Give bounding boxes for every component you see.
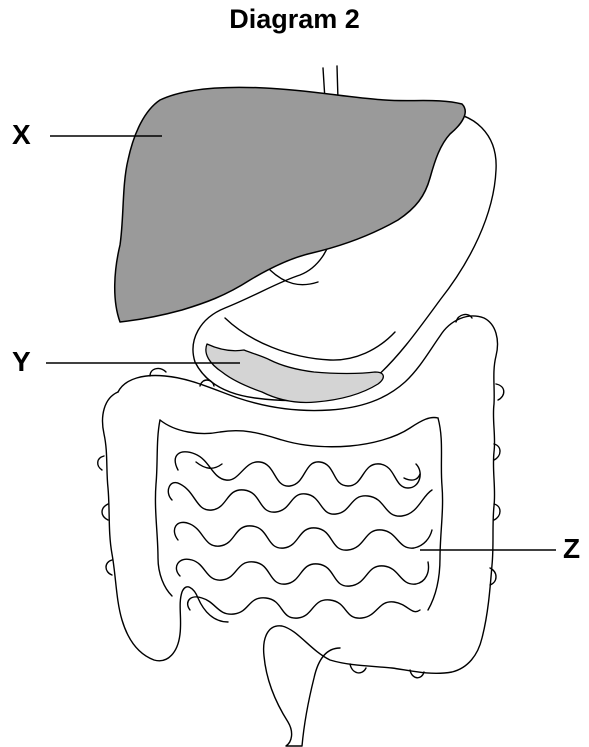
small-intestine	[168, 452, 432, 618]
label-z: Z	[563, 533, 580, 565]
liver	[115, 87, 465, 322]
label-x: X	[12, 119, 31, 151]
label-y: Y	[12, 346, 31, 378]
pancreas	[206, 344, 383, 403]
